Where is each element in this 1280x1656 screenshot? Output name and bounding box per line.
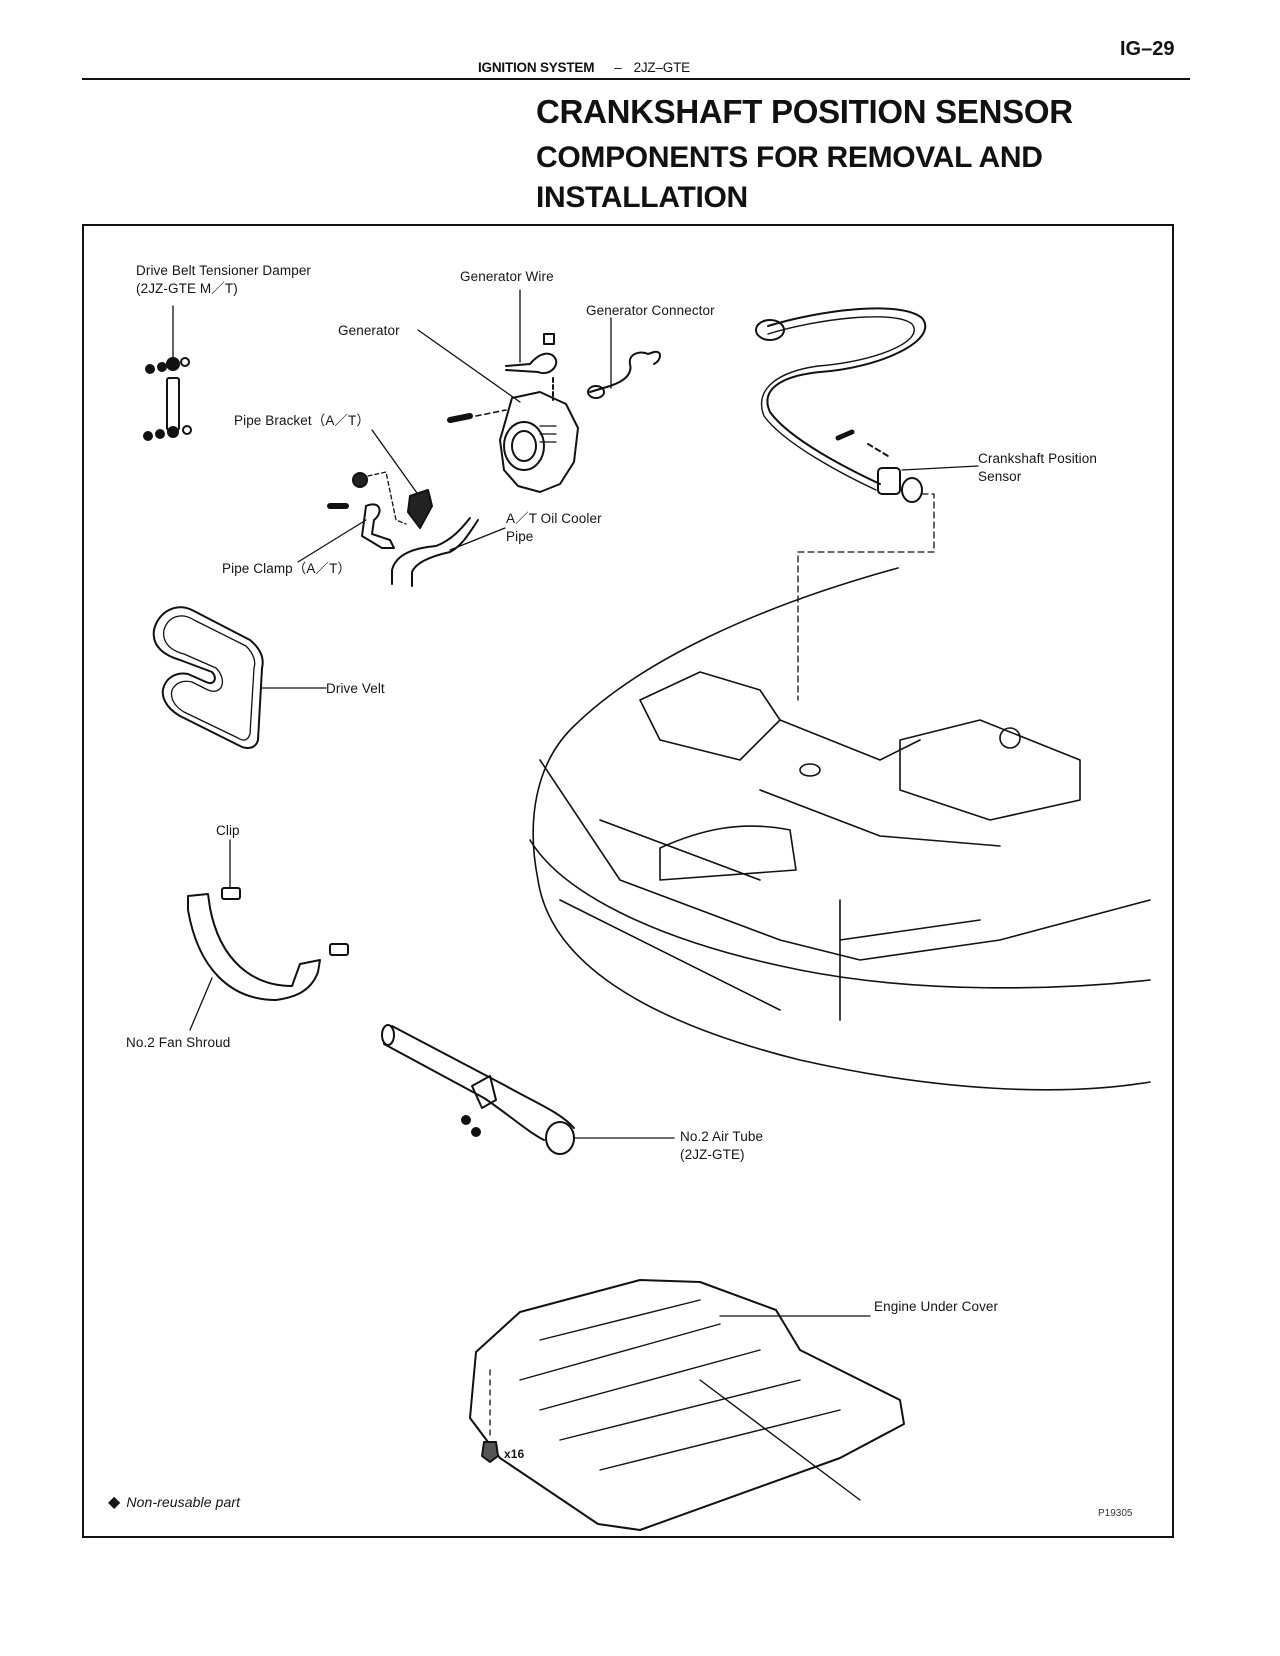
label-generator-wire: Generator Wire xyxy=(460,269,554,284)
page-number: IG–29 xyxy=(1120,38,1175,60)
diagram-frame xyxy=(82,224,1174,1538)
drive-belt-icon xyxy=(152,606,327,749)
generator-icon xyxy=(417,329,579,493)
label-pipe-bracket: Pipe Bracket（A／T） xyxy=(234,413,370,428)
label-drive-belt: Drive Velt xyxy=(326,681,385,696)
label-generator-connector: Generator Connector xyxy=(586,303,715,318)
oil-cooler-pipe-icon xyxy=(391,517,506,587)
page-title: CRANKSHAFT POSITION SENSOR xyxy=(536,93,1073,130)
legend: ◆ Non-reusable part xyxy=(108,1494,240,1511)
tensioner-damper-icon xyxy=(143,305,192,441)
pipe-clamp-icon xyxy=(297,503,395,563)
engine-under-cover-icon xyxy=(469,1279,905,1531)
label-crankshaft-sensor-2: Sensor xyxy=(978,469,1022,484)
label-generator: Generator xyxy=(338,323,400,338)
crankshaft-sensor-icon xyxy=(755,307,979,701)
label-clip: Clip xyxy=(216,823,240,838)
label-fan-shroud: No.2 Fan Shroud xyxy=(126,1035,231,1050)
header-rule xyxy=(82,78,1190,80)
label-under-cover: Engine Under Cover xyxy=(874,1299,999,1314)
label-tensioner-damper-note: (2JZ-GTE M／T) xyxy=(136,281,238,296)
label-crankshaft-sensor: Crankshaft Position xyxy=(978,451,1097,466)
section-header: IGNITION SYSTEM –2JZ–GTE xyxy=(478,60,690,75)
clip-icon xyxy=(221,839,349,956)
page-subtitle: COMPONENTS FOR REMOVAL AND INSTALLATION xyxy=(536,141,1043,214)
section-separator: – xyxy=(614,60,622,75)
generator-wire-icon xyxy=(505,289,558,401)
figure-code: P19305 xyxy=(1098,1508,1133,1519)
pipe-bracket-icon xyxy=(352,429,433,529)
label-air-tube-note: (2JZ-GTE) xyxy=(680,1147,745,1162)
vehicle-front-icon xyxy=(529,567,1151,1091)
legend-text: Non-reusable part xyxy=(126,1494,241,1510)
label-oil-cooler-pipe: A／T Oil Cooler xyxy=(506,511,602,526)
label-bolt-quantity: x16 xyxy=(504,1447,525,1461)
engine-model: 2JZ–GTE xyxy=(633,60,691,75)
non-reusable-diamond-icon: ◆ xyxy=(108,1494,121,1511)
section-name: IGNITION SYSTEM xyxy=(478,60,595,75)
label-oil-cooler-pipe-2: Pipe xyxy=(506,529,534,544)
fan-shroud-icon xyxy=(187,893,321,1031)
label-tensioner-damper: Drive Belt Tensioner Damper xyxy=(136,263,312,278)
label-air-tube: No.2 Air Tube xyxy=(680,1129,764,1144)
label-pipe-clamp: Pipe Clamp（A／T） xyxy=(222,561,352,576)
generator-connector-icon xyxy=(587,317,661,399)
air-tube-icon xyxy=(381,1024,675,1155)
